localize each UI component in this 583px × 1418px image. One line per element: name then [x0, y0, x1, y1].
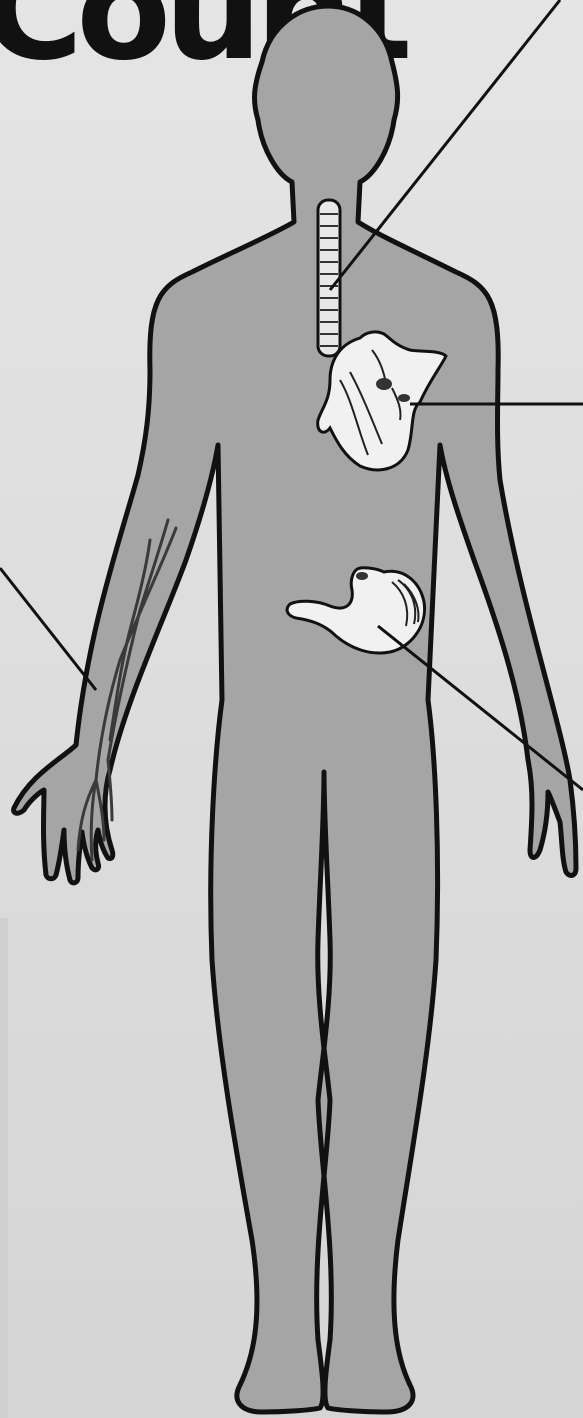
forearm-leader-line: [0, 568, 96, 690]
trachea-icon: [318, 200, 340, 356]
body-silhouette: [14, 6, 576, 1412]
